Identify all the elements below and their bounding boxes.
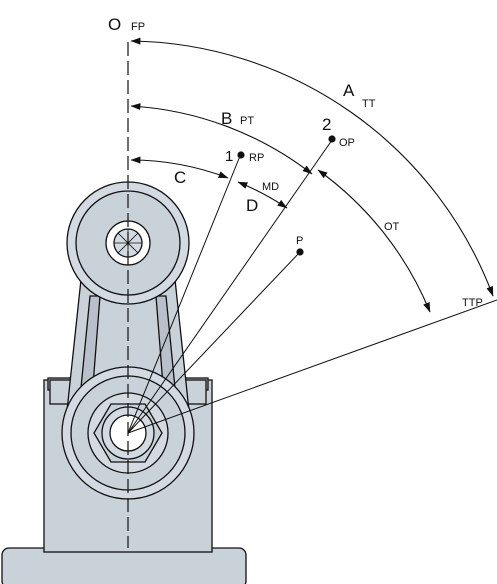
label-rp: RP <box>249 152 264 164</box>
arc-a-tt <box>130 37 494 297</box>
point-rp <box>237 151 245 159</box>
arc-md <box>237 181 288 209</box>
label-a: A <box>343 81 355 100</box>
label-md: MD <box>262 181 279 193</box>
label-ot: OT <box>384 221 400 233</box>
label-ttp: TTP <box>462 297 483 309</box>
arc-b-pt <box>130 103 313 175</box>
travel-arcs <box>130 37 494 313</box>
label-d: D <box>246 196 258 215</box>
label-a-sub: TT <box>362 98 376 110</box>
label-o-sub: FP <box>131 21 145 33</box>
label-b: B <box>221 109 232 128</box>
label-p: P <box>296 235 303 247</box>
labels: O FP A TT B PT C D MD OT TTP 1 RP 2 OP P <box>108 15 483 309</box>
label-op: OP <box>339 137 355 149</box>
label-point-2: 2 <box>322 115 331 134</box>
point-op <box>328 135 336 143</box>
points <box>237 135 336 256</box>
label-c: C <box>174 168 186 187</box>
label-point-1: 1 <box>225 148 233 165</box>
arc-c <box>130 156 229 179</box>
label-b-sub: PT <box>240 115 254 127</box>
line-ttp <box>127 299 497 434</box>
label-o: O <box>108 15 121 34</box>
arc-ot <box>317 169 431 313</box>
housing-base <box>1 547 247 584</box>
point-p <box>296 248 304 256</box>
